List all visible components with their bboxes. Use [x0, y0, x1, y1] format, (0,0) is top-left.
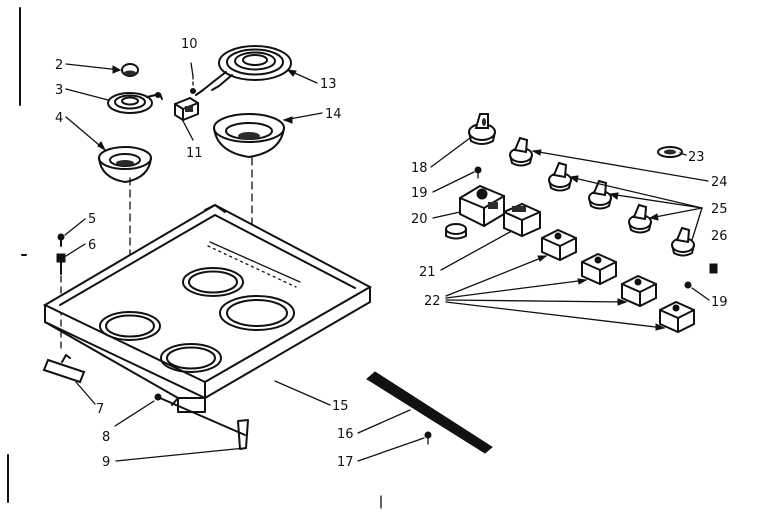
callout-25: 25	[711, 202, 728, 217]
callout-20: 20	[411, 212, 428, 227]
part-6-clip	[56, 253, 66, 275]
callout-11: 11	[186, 146, 203, 161]
part-3-small-element	[107, 92, 163, 114]
part-19-screw-lower	[684, 281, 692, 289]
callout-5: 5	[88, 212, 96, 227]
part-22-switches	[541, 228, 695, 334]
callout-numbers: 2 3 4 5 6 7 8 9 10 11 13 14 15 16 17 18 …	[55, 37, 728, 470]
part-16-trim-strip	[366, 371, 493, 454]
callout-16: 16	[337, 427, 354, 442]
callout-19-lower: 19	[711, 295, 728, 310]
callout-22: 22	[424, 294, 441, 309]
part-2-cap	[121, 63, 139, 77]
part-17-screw	[424, 431, 432, 445]
knob-25c	[628, 203, 652, 234]
callout-17: 17	[337, 455, 354, 470]
switch-22b	[581, 252, 617, 286]
callout-3: 3	[55, 83, 63, 98]
callout-14: 14	[325, 107, 342, 122]
callout-7: 7	[96, 402, 104, 417]
knob-25b	[588, 179, 612, 210]
part-10-screw	[190, 88, 196, 94]
part-9-prop-rod	[159, 397, 249, 450]
part-15-main-top	[42, 203, 373, 413]
callout-21: 21	[419, 265, 436, 280]
callout-8: 8	[102, 430, 110, 445]
leader-lines	[64, 62, 710, 462]
callout-2: 2	[55, 58, 63, 73]
callout-10: 10	[181, 37, 198, 52]
callout-24: 24	[711, 175, 728, 190]
part-26-screw	[709, 263, 718, 274]
part-14-large-drip-bowl	[213, 113, 285, 158]
part-4-small-drip-bowl	[98, 146, 152, 183]
part-11-terminal-block	[174, 96, 199, 122]
callout-19-upper: 19	[411, 186, 428, 201]
switch-22c	[621, 274, 657, 308]
callout-13: 13	[320, 77, 337, 92]
callout-18: 18	[411, 161, 428, 176]
part-20-infinite-switch	[459, 184, 505, 228]
part-23-clip	[657, 146, 683, 158]
callout-26: 26	[711, 229, 728, 244]
switch-22d	[659, 300, 695, 334]
part-13-large-element	[195, 45, 292, 96]
callout-15: 15	[332, 399, 349, 414]
knob-25d	[671, 226, 695, 257]
part-25-knobs	[548, 161, 695, 257]
part-7-hinge	[42, 354, 86, 384]
callout-6: 6	[88, 238, 96, 253]
switch-22a	[541, 228, 577, 262]
part-19-screw-upper	[474, 166, 482, 179]
part-21-switch	[445, 202, 541, 240]
part-18-knob	[468, 113, 496, 145]
callout-23: 23	[688, 150, 705, 165]
callout-9: 9	[102, 455, 110, 470]
knob-25a	[548, 161, 572, 192]
part-24-knob	[509, 136, 533, 167]
scan-edge-marks	[7, 7, 382, 509]
callout-4: 4	[55, 111, 63, 126]
part-5-screw	[57, 233, 65, 247]
